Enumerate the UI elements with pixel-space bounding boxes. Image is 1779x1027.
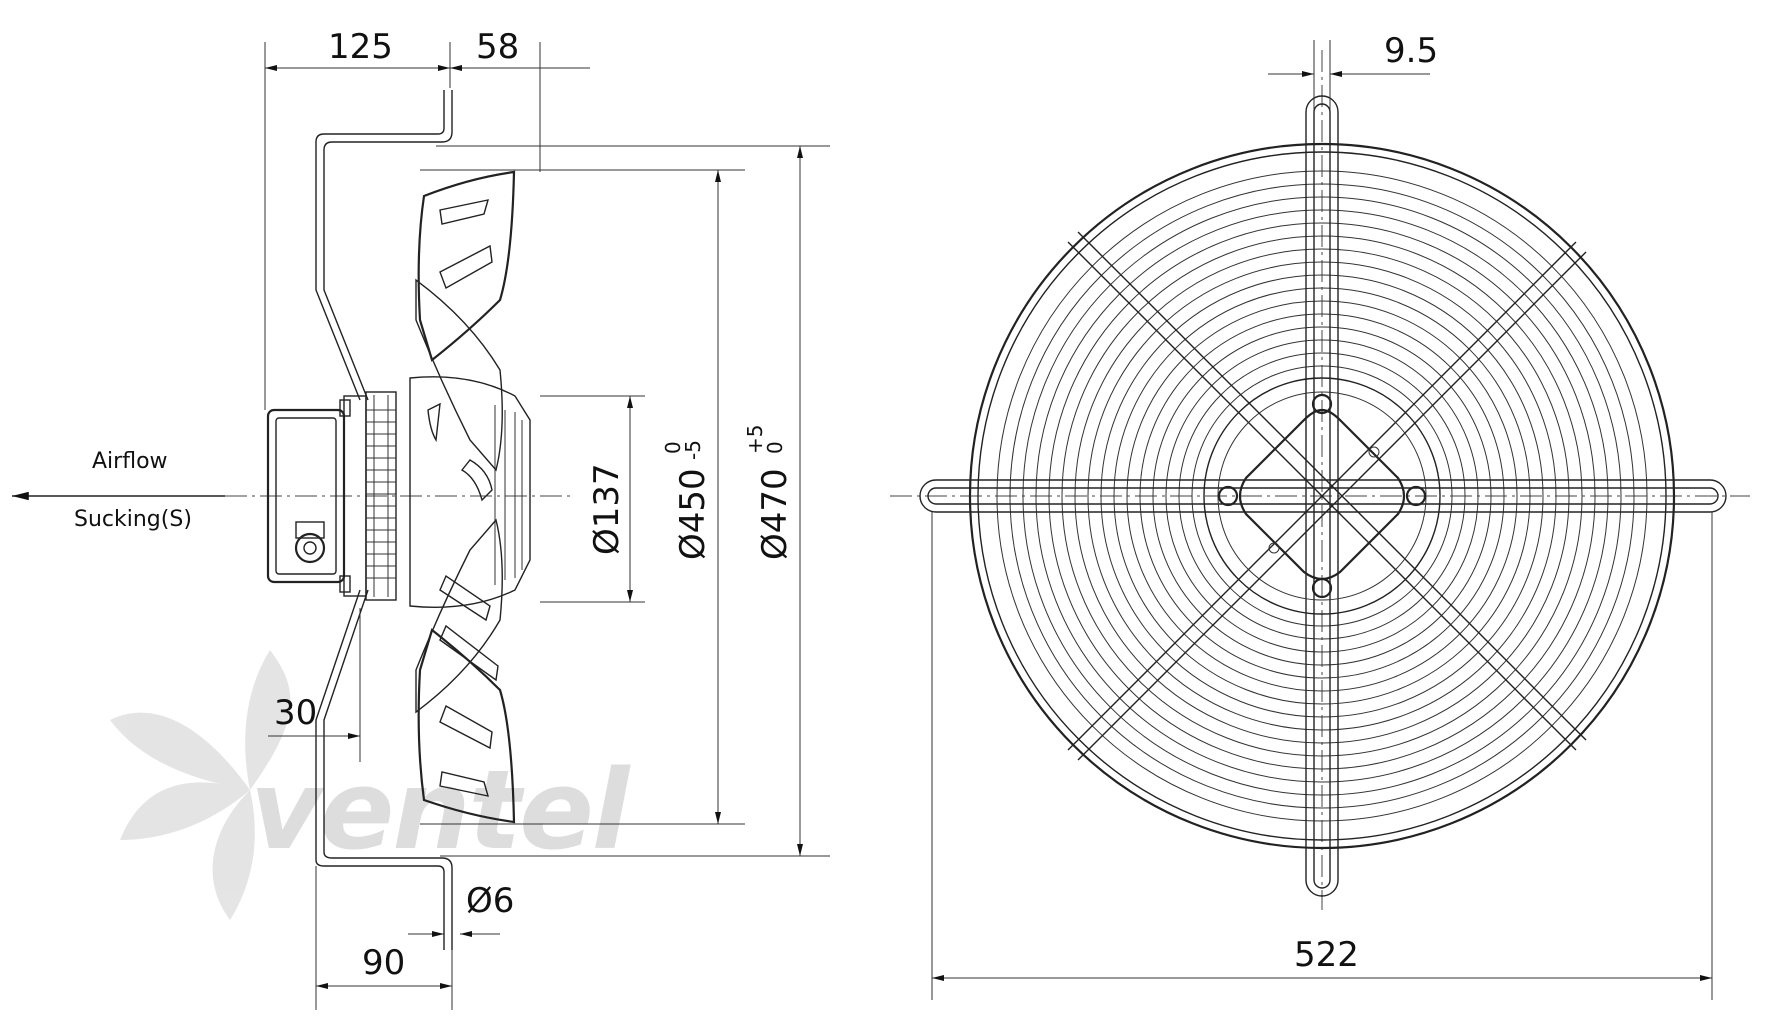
guard-rings bbox=[996, 170, 1648, 822]
impeller-hub bbox=[409, 376, 531, 608]
guard-wire-ring bbox=[1074, 248, 1570, 744]
dim-470-group: Ø470 +5 0 bbox=[743, 425, 795, 560]
guard-wire-ring bbox=[1061, 235, 1583, 757]
guard-wire-ring bbox=[1126, 300, 1518, 692]
vertical-mounting-bar bbox=[1305, 95, 1339, 897]
front-view: 9.5 522 bbox=[890, 31, 1750, 1000]
guard-wire-ring bbox=[1009, 183, 1635, 809]
guard-outer-ring bbox=[968, 142, 1676, 850]
guard-wire-ring bbox=[1035, 209, 1609, 783]
dim-470-tol-bottom: 0 bbox=[763, 441, 787, 454]
cable-gland bbox=[294, 532, 326, 564]
dim-30: 30 bbox=[274, 693, 317, 733]
watermark-text: ventel bbox=[250, 746, 631, 874]
guard-wire-ring bbox=[1139, 313, 1505, 679]
guard-support-rods bbox=[1067, 231, 1587, 761]
dim-6: Ø6 bbox=[466, 881, 514, 921]
horizontal-mounting-bar bbox=[919, 479, 1727, 513]
mounting-bracket bbox=[315, 90, 453, 950]
dim-450-tol-top: 0 bbox=[661, 441, 685, 454]
dim-470: Ø470 bbox=[755, 468, 795, 560]
dim-58: 58 bbox=[476, 27, 519, 67]
fan-blades-side bbox=[415, 170, 516, 824]
dim-9-5: 9.5 bbox=[1384, 31, 1438, 71]
guard-wire-ring bbox=[1022, 196, 1622, 796]
dim-90: 90 bbox=[362, 943, 405, 983]
dim-450: Ø450 bbox=[673, 468, 713, 560]
motor-housing bbox=[266, 391, 397, 601]
guard-wire-ring bbox=[1165, 339, 1479, 653]
airflow-label: Airflow bbox=[92, 449, 168, 474]
airflow-mode-label: Sucking(S) bbox=[74, 507, 192, 532]
guard-wire-ring bbox=[1178, 352, 1466, 640]
guard-wire-ring bbox=[996, 170, 1648, 822]
dim-125: 125 bbox=[328, 27, 393, 67]
dim-470-tol-top: +5 bbox=[743, 425, 767, 454]
hub-ring bbox=[1203, 377, 1441, 615]
dim-450-group: Ø450 0 -5 bbox=[661, 440, 713, 560]
watermark-logo: ventel bbox=[110, 650, 633, 920]
dim-522: 522 bbox=[1294, 935, 1359, 975]
front-dimension-lines bbox=[932, 71, 1712, 981]
guard-wire-ring bbox=[1152, 326, 1492, 666]
guard-wire-ring bbox=[1100, 274, 1544, 718]
side-dimension-lines bbox=[265, 65, 803, 989]
dim-450-tol-bottom: -5 bbox=[681, 440, 705, 460]
side-extension-lines bbox=[264, 42, 830, 1010]
guard-wire-ring bbox=[1113, 287, 1531, 705]
side-view: Airflow Sucking(S) 125 58 30 90 Ø6 Ø137 … bbox=[12, 27, 830, 1010]
watermark-fan-icon bbox=[110, 650, 291, 920]
dim-137: Ø137 bbox=[587, 463, 627, 555]
guard-wire-ring bbox=[1048, 222, 1596, 770]
guard-wire-ring bbox=[1191, 365, 1453, 627]
guard-wire-ring bbox=[1087, 261, 1557, 731]
